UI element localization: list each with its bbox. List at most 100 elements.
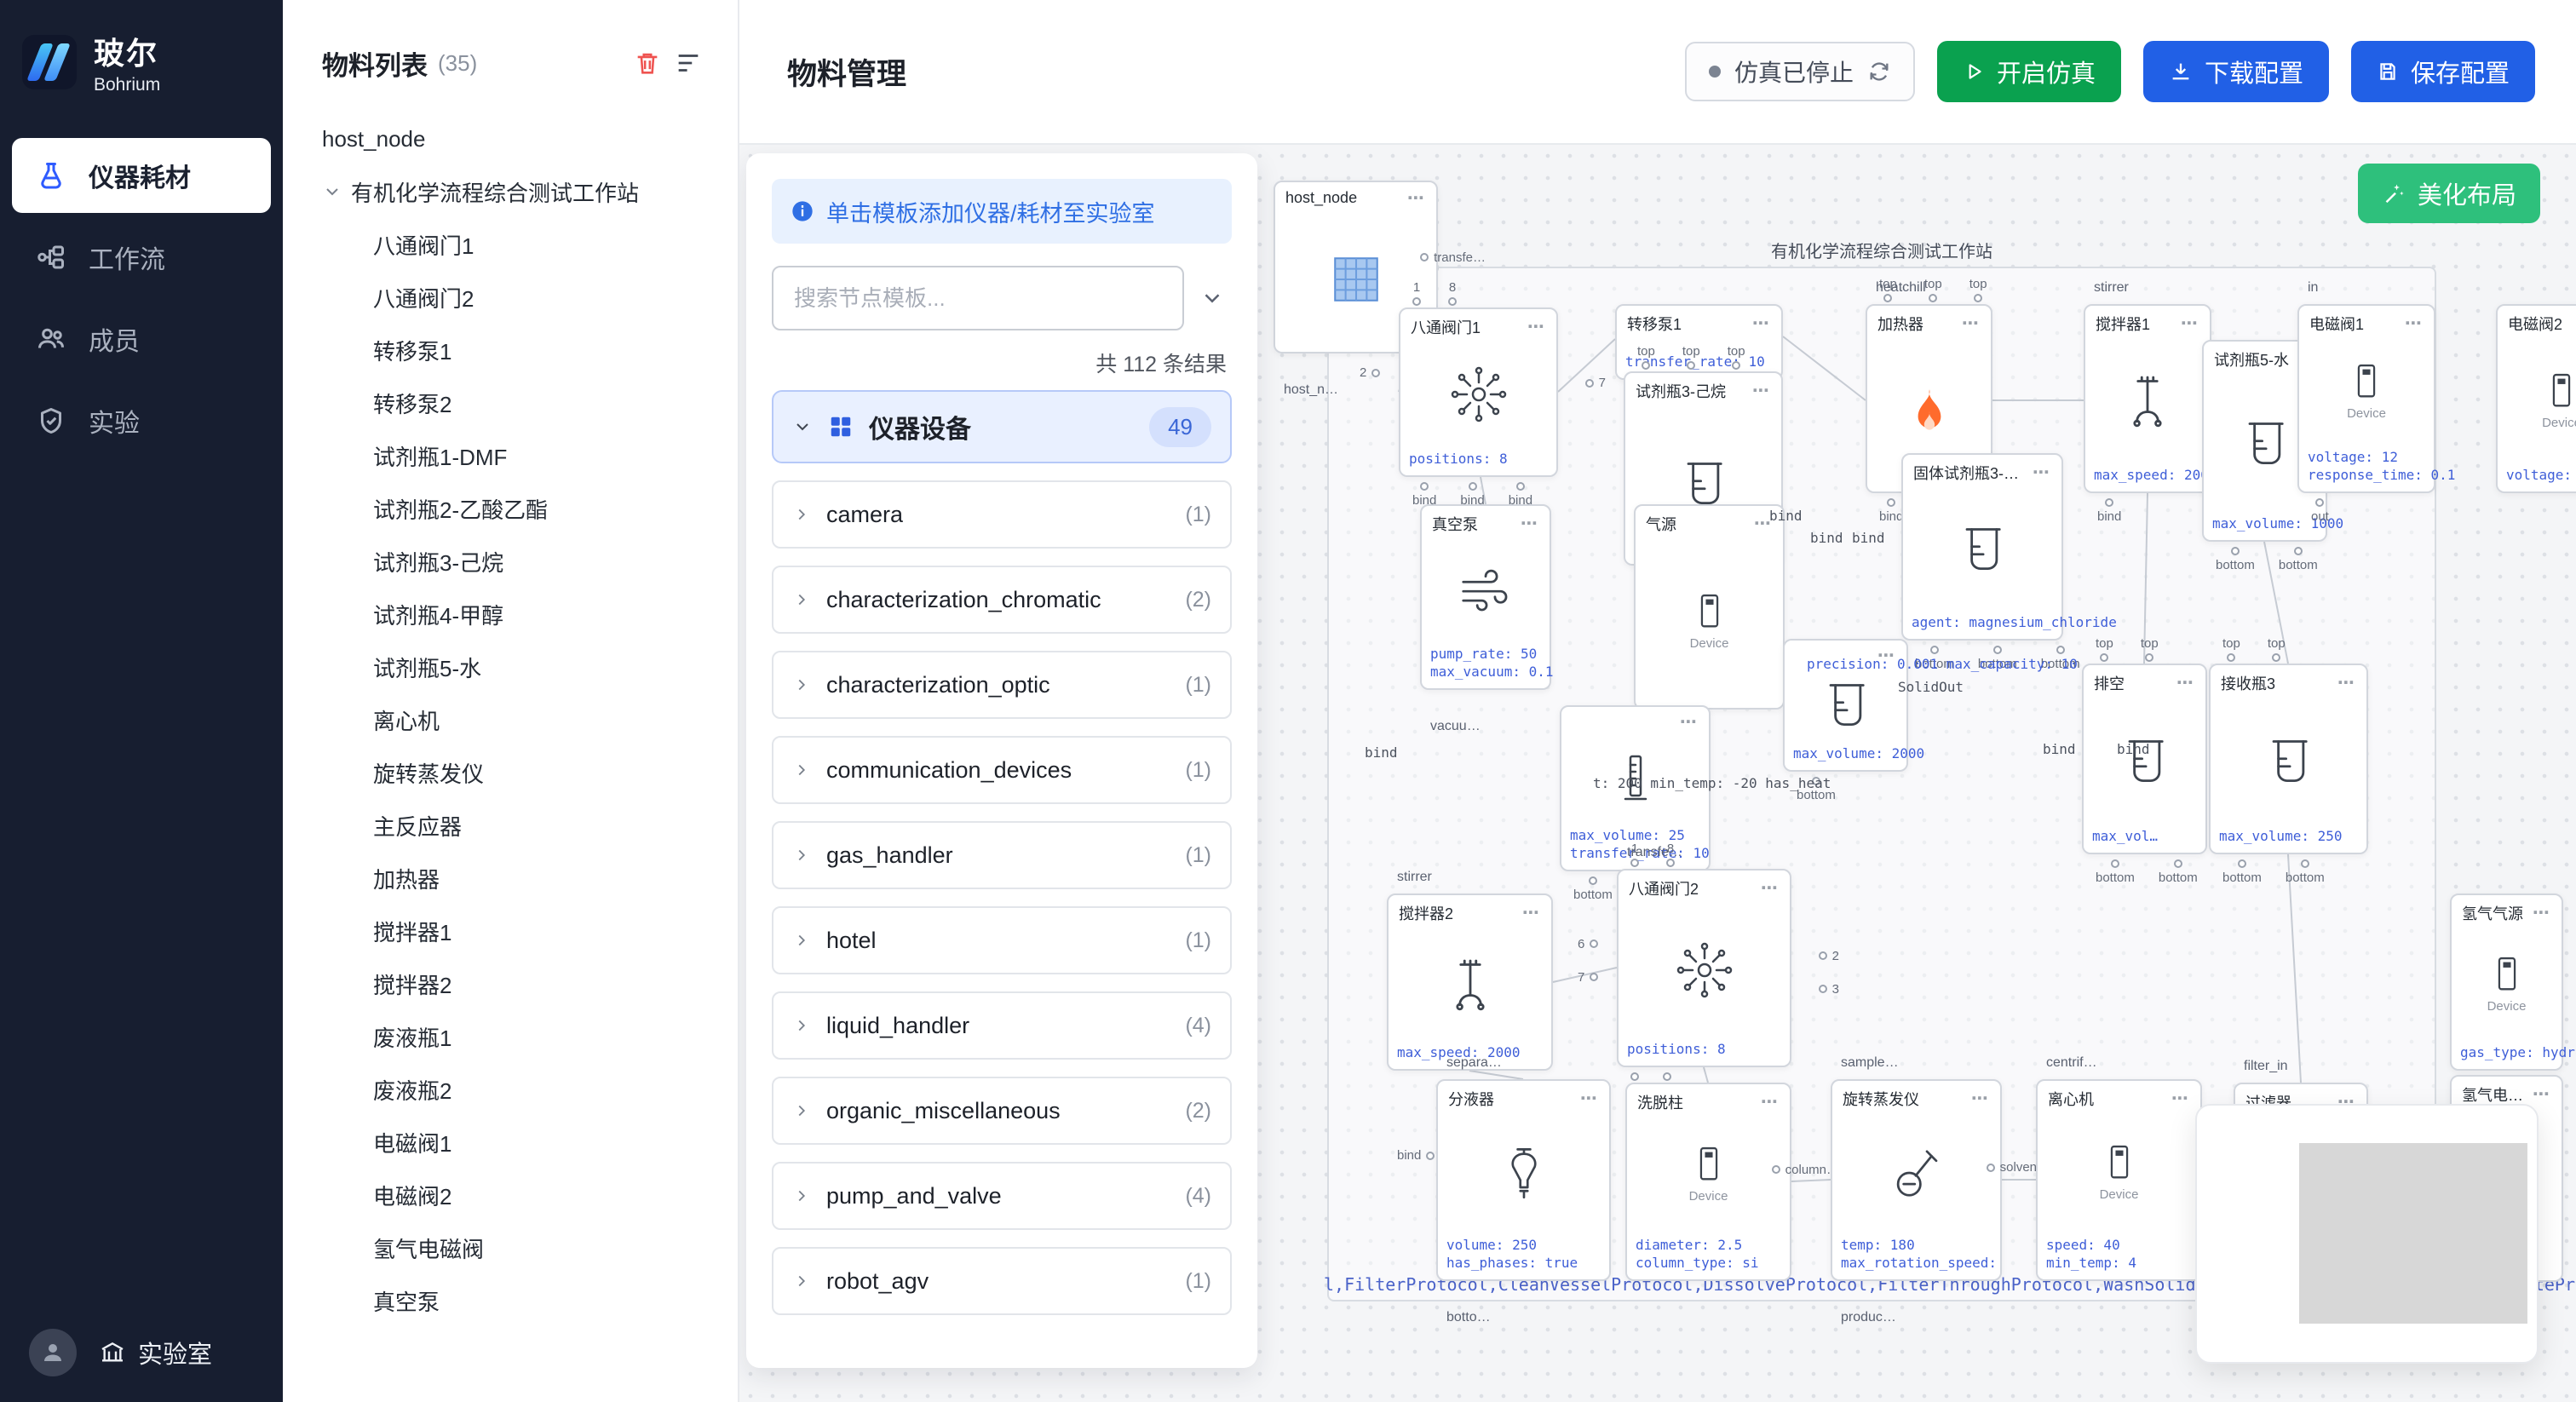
node-menu-button[interactable]: ⋯ <box>2171 1089 2190 1108</box>
tree-item[interactable]: 试剂瓶5-水 <box>373 655 482 681</box>
simulation-status[interactable]: 仿真已停止 <box>1684 42 1915 101</box>
tree-item[interactable]: 废液瓶1 <box>373 1025 452 1051</box>
node-menu-button[interactable]: ⋯ <box>2176 674 2195 692</box>
category-communication_devices[interactable]: communication_devices(1) <box>772 736 1232 804</box>
lab-link[interactable]: 实验室 <box>99 1335 212 1370</box>
section-instrument-devices[interactable]: 仪器设备 49 <box>772 390 1232 463</box>
tree-item[interactable]: 八通阀门2 <box>373 285 474 312</box>
tree-item[interactable]: 搅拌器2 <box>373 972 452 998</box>
canvas[interactable]: 单击模板添加仪器/耗材至实验室 共 112 条结果 仪器设备 49 camera <box>739 145 2576 1402</box>
tree-item[interactable]: 试剂瓶3-己烷 <box>373 549 504 576</box>
node-menu-button[interactable]: ⋯ <box>2337 674 2356 692</box>
tree-item[interactable]: 离心机 <box>373 708 440 734</box>
node-menu-button[interactable]: ⋯ <box>1761 879 1780 898</box>
refresh-icon[interactable] <box>1867 60 1891 83</box>
beautify-layout-button[interactable]: 美化布局 <box>2357 164 2540 223</box>
tree-item[interactable]: 八通阀门1 <box>373 233 474 259</box>
tree-item[interactable]: 电磁阀1 <box>373 1130 452 1157</box>
download-config-button[interactable]: 下载配置 <box>2142 41 2329 102</box>
node-转移泵1[interactable]: 转移泵1⋯transfer_rate: 10 <box>1615 304 1783 380</box>
category-hotel[interactable]: hotel(1) <box>772 906 1232 974</box>
minimap-viewport[interactable] <box>2299 1143 2527 1324</box>
category-camera[interactable]: camera(1) <box>772 480 1232 549</box>
category-characterization_optic[interactable]: characterization_optic(1) <box>772 651 1232 719</box>
beaker-icon <box>2204 371 2326 514</box>
save-config-button[interactable]: 保存配置 <box>2350 41 2535 102</box>
port-label: bottom <box>1915 657 1954 671</box>
tree-item[interactable]: 试剂瓶4-甲醇 <box>373 602 504 629</box>
node-menu-button[interactable]: ⋯ <box>2533 904 2551 922</box>
tree-item[interactable]: 试剂瓶2-乙酸乙酯 <box>373 497 549 523</box>
category-liquid_handler[interactable]: liquid_handler(4) <box>772 991 1232 1060</box>
node-menu-button[interactable]: ⋯ <box>2405 314 2424 333</box>
node-menu-button[interactable]: ⋯ <box>1522 904 1541 922</box>
node-menu-button[interactable]: ⋯ <box>2533 1085 2551 1104</box>
chevron-right-icon <box>798 679 806 691</box>
sidebar-item-experiments[interactable]: 实验 <box>12 383 271 458</box>
tree-item[interactable]: 真空泵 <box>373 1289 440 1315</box>
category-organic_miscellaneous[interactable]: organic_miscellaneous(2) <box>772 1077 1232 1145</box>
category-name: camera <box>826 501 904 527</box>
tree-item-host-node[interactable]: host_node <box>283 112 738 165</box>
node-menu-button[interactable]: ⋯ <box>1407 188 1426 208</box>
sidebar-item-members[interactable]: 成员 <box>12 302 271 376</box>
node-menu-button[interactable]: ⋯ <box>1754 514 1773 533</box>
node-menu-button[interactable]: ⋯ <box>1752 382 1771 400</box>
tree-group-workstation[interactable]: 有机化学流程综合测试工作站 <box>283 165 738 218</box>
category-pump_and_valve[interactable]: pump_and_valve(4) <box>772 1162 1232 1230</box>
tree-item[interactable]: 旋转蒸发仪 <box>373 761 485 787</box>
tree-item[interactable]: 废液瓶2 <box>373 1077 452 1104</box>
port-label: bottom <box>1977 657 2017 671</box>
node-menu-button[interactable]: ⋯ <box>1521 514 1539 533</box>
node-menu-button[interactable]: ⋯ <box>1971 1089 1990 1108</box>
grid-icon <box>831 417 851 437</box>
delete-button[interactable] <box>627 43 668 83</box>
category-characterization_chromatic[interactable]: characterization_chromatic(2) <box>772 566 1232 634</box>
node-固体试剂瓶3-氯化镁[interactable]: 固体试剂瓶3-氯化镁⋯agent: magnesium_chloridebott… <box>1901 453 2117 671</box>
node-menu-button[interactable]: ⋯ <box>2033 463 2051 482</box>
node-menu-button[interactable]: ⋯ <box>1580 1089 1599 1108</box>
node-menu-button[interactable]: ⋯ <box>1962 314 1981 333</box>
tree-item[interactable]: 电磁阀2 <box>373 1183 452 1210</box>
template-search-input[interactable] <box>772 266 1184 330</box>
node-menu-button[interactable]: ⋯ <box>1752 314 1771 333</box>
node-menu-button[interactable]: ⋯ <box>1680 713 1699 732</box>
tree-item[interactable]: 试剂瓶1-DMF <box>373 444 508 470</box>
tree-item[interactable]: 搅拌器1 <box>373 919 452 945</box>
sidebar-item-workflow[interactable]: 工作流 <box>12 220 271 295</box>
start-simulation-button[interactable]: 开启仿真 <box>1936 41 2121 102</box>
tree-item[interactable]: 加热器 <box>373 866 440 893</box>
tree-item[interactable]: 转移泵2 <box>373 391 452 417</box>
node-八通阀门2[interactable]: transfe…八通阀门2⋯positions: 818546723 <box>1578 842 1839 1098</box>
chevron-down-icon[interactable] <box>322 181 342 202</box>
tree-item[interactable]: 氢气电磁阀 <box>373 1236 485 1262</box>
list-options-button[interactable] <box>668 43 709 83</box>
node-menu-button[interactable]: ⋯ <box>2181 314 2199 333</box>
tree-item[interactable]: 转移泵1 <box>373 338 452 365</box>
node-menu-button[interactable]: ⋯ <box>1761 1093 1780 1112</box>
minimap[interactable] <box>2195 1104 2539 1364</box>
tree-item[interactable]: 主反应器 <box>373 813 463 840</box>
avatar[interactable] <box>29 1329 77 1376</box>
category-gas_handler[interactable]: gas_handler(1) <box>772 821 1232 889</box>
sidebar-item-instruments[interactable]: 仪器耗材 <box>12 138 271 213</box>
node-menu-button[interactable]: ⋯ <box>1877 646 1896 665</box>
node-menu-button[interactable]: ⋯ <box>1527 318 1546 336</box>
category-robot_agv[interactable]: robot_agv(1) <box>772 1247 1232 1315</box>
node-气源[interactable]: 气源⋯Devicegasso… <box>1634 504 1785 753</box>
panel-collapse-button[interactable] <box>1193 285 1232 311</box>
